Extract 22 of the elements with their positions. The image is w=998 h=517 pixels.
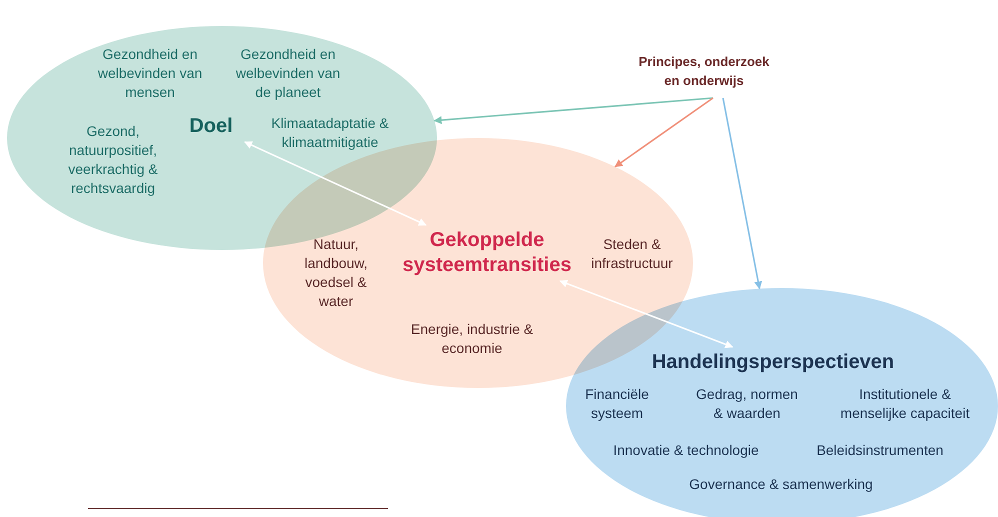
topic-text: Natuur, landbouw, voedsel & water [303, 235, 369, 311]
arrow [722, 98, 762, 290]
heading: Handelingsperspectieven [623, 350, 923, 375]
topic-text: Institutionele & menselijke capaciteit [839, 385, 971, 423]
arrow [614, 97, 714, 168]
topic-text: Gezondheid en welbevinden van de planeet [234, 45, 342, 102]
topic-text: Klimaatadaptatie & klimaatmitigatie [270, 114, 390, 152]
arrow [559, 280, 734, 348]
source-text: Principes, onderzoek en onderwijs [634, 50, 774, 96]
topic-text: Beleidsinstrumenten [816, 441, 944, 460]
heading: Doel [176, 114, 246, 139]
topic-text: Innovatie & technologie [612, 441, 760, 460]
heading: Gekoppelde systeemtransities [392, 228, 582, 278]
topic-text: Gezondheid en welbevinden van mensen [96, 45, 204, 102]
topic-text: Steden & infrastructuur [590, 235, 674, 273]
topic-text: Gedrag, normen & waarden [695, 385, 799, 423]
arrow [434, 97, 714, 124]
arrow [244, 141, 427, 226]
topic-text: Financiële systeem [584, 385, 650, 423]
topic-text: Energie, industrie & economie [410, 320, 534, 358]
topic-text: Gezond, natuurpositief, veerkrachtig & rechtsvaardig [67, 122, 159, 198]
topic-text: Governance & samenwerking [688, 475, 874, 494]
